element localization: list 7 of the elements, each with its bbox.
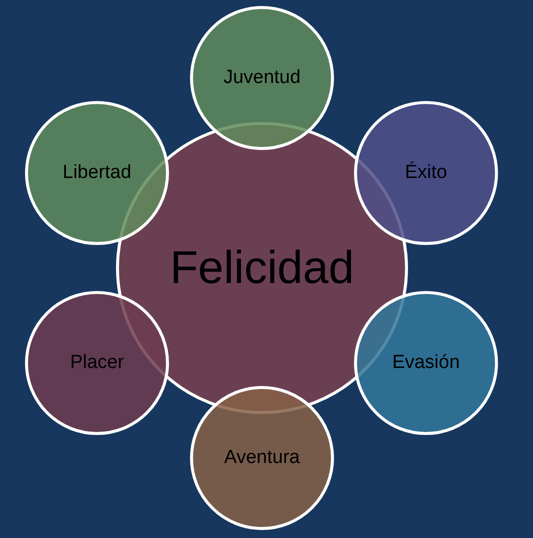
node-label: Libertad — [62, 161, 132, 185]
node-label: Éxito — [404, 161, 448, 185]
node-label: Evasión — [392, 351, 460, 375]
node-label: Aventura — [224, 446, 300, 470]
node-label: Felicidad — [170, 240, 354, 296]
node-label: Juventud — [223, 66, 301, 90]
node-label: Placer — [70, 351, 124, 375]
